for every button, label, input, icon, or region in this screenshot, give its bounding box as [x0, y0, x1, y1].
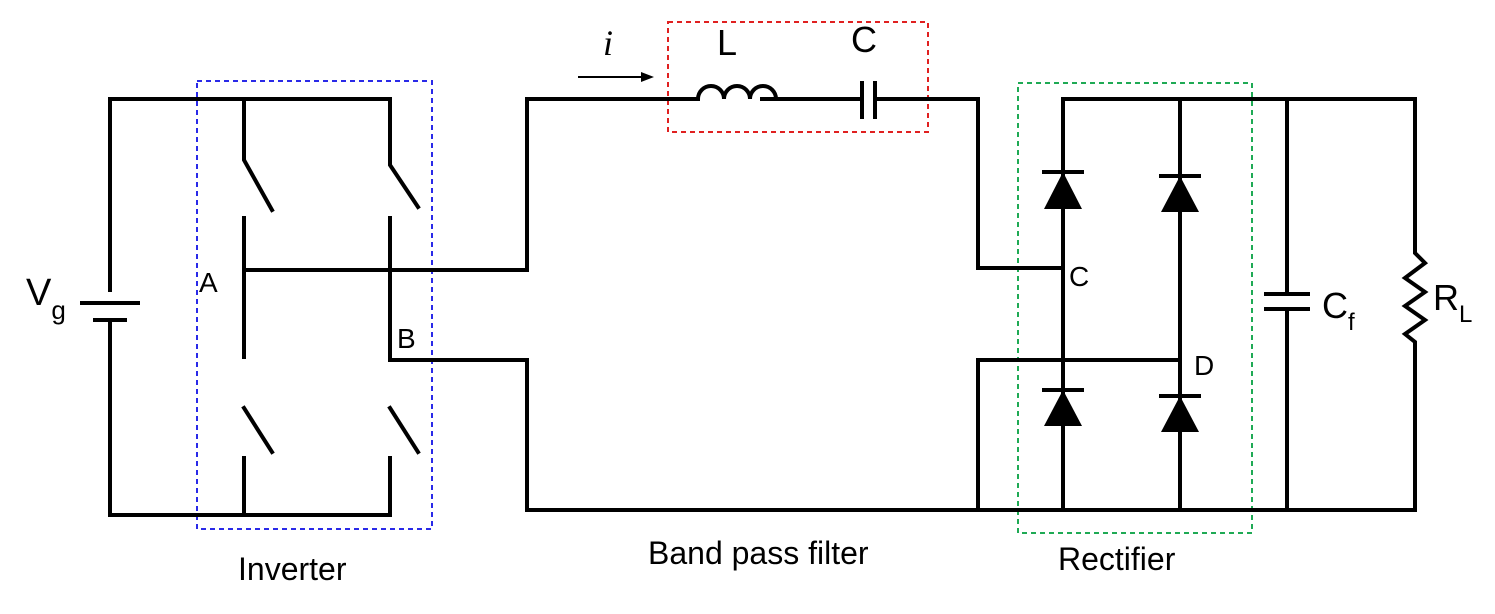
- node-c-label: C: [1069, 261, 1089, 292]
- current-label: i: [603, 23, 613, 63]
- current-arrow: [578, 72, 654, 82]
- node-b-label: B: [397, 323, 416, 354]
- filter-box: [667, 21, 929, 133]
- capacitor-label: C: [851, 19, 877, 60]
- load-resistor-label: RL: [1433, 277, 1472, 328]
- rectifier-block-label: Rectifier: [1058, 541, 1176, 577]
- node-a-label: A: [199, 267, 218, 298]
- source-label: Vg: [26, 272, 66, 325]
- rectifier-bridge: [976, 97, 1417, 512]
- load-resistor: [1401, 97, 1429, 512]
- node-d-label: D: [1194, 350, 1214, 381]
- diode-3: [1044, 390, 1082, 426]
- inverter-switches: [241, 97, 421, 517]
- inverter-box: [196, 80, 433, 530]
- inverter-output-wires: [242, 97, 1417, 512]
- diode-4: [1161, 396, 1199, 432]
- inverter-block-label: Inverter: [238, 551, 347, 587]
- output-capacitor-label: Cf: [1322, 285, 1355, 336]
- diode-2: [1161, 176, 1199, 212]
- inductor-label: L: [717, 22, 737, 63]
- rectifier-box: [1017, 82, 1253, 534]
- output-capacitor: [1264, 97, 1310, 512]
- dc-source: [80, 97, 392, 517]
- diode-1: [1044, 172, 1082, 209]
- filter-block-label: Band pass filter: [648, 535, 869, 571]
- lc-filter: [674, 81, 1065, 270]
